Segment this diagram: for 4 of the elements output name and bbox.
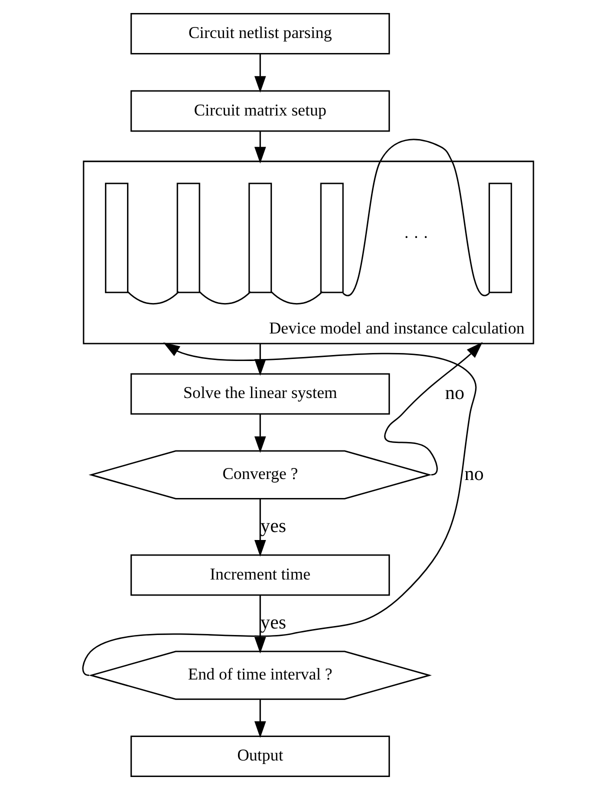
node-label: Device model and instance calculation	[268, 318, 524, 338]
label: · · ·	[403, 227, 428, 246]
edge-label: no	[444, 383, 464, 404]
edge-label: no	[464, 464, 484, 485]
